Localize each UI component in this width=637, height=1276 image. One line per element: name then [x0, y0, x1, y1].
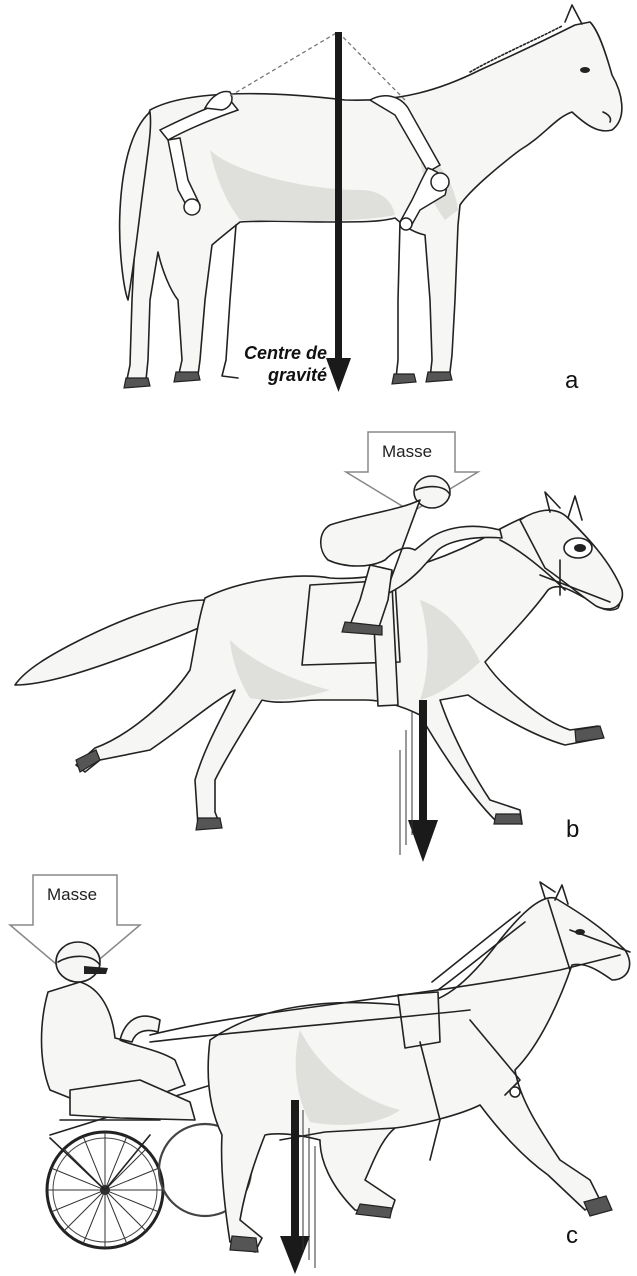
driver-helmet	[56, 942, 100, 982]
hoof	[174, 372, 200, 382]
mass-label: Masse	[47, 885, 97, 905]
harness-racing-illustration	[0, 870, 637, 1276]
horse-eye	[580, 67, 590, 73]
hoof	[230, 1236, 258, 1252]
driver	[42, 942, 196, 1120]
harness-saddle	[398, 992, 440, 1048]
driver-goggles	[84, 966, 108, 974]
lever-dashed-lines	[230, 32, 405, 100]
panel-c-harness-racing: Masse c	[0, 870, 637, 1276]
hoof	[494, 814, 522, 824]
hoof	[426, 372, 452, 382]
panel-letter-c: c	[566, 1222, 578, 1250]
horse-tail	[15, 600, 212, 685]
horse-body	[208, 898, 630, 1252]
panel-letter-a: a	[565, 367, 578, 395]
galloping-horse-illustration	[0, 400, 637, 870]
panel-b-galloping-horse: Masse b	[0, 400, 637, 870]
hoof	[196, 818, 222, 830]
mass-label: Masse	[382, 442, 432, 462]
hoof	[124, 378, 150, 388]
panel-letter-b: b	[566, 816, 579, 844]
sulky-wheel	[47, 1124, 251, 1248]
standing-horse-illustration	[0, 0, 637, 400]
hoof	[392, 374, 416, 384]
